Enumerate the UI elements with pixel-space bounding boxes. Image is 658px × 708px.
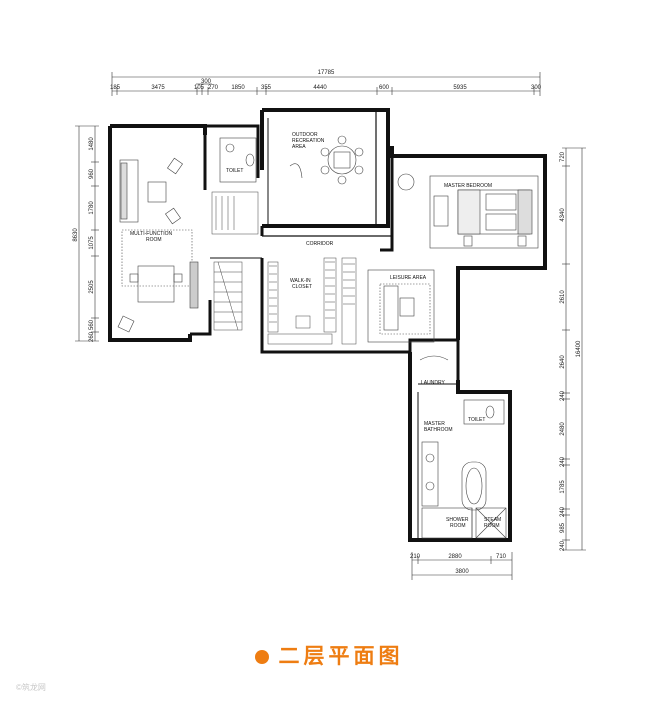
room-label-master-bedroom: MASTER BEDROOM [444, 183, 492, 189]
dim-right-seg: 240 [560, 456, 566, 467]
dim-right-seg: 240 [560, 540, 566, 551]
dim-top-seg: 300 [531, 85, 542, 91]
room-label-master-bathroom: BATHROOM [424, 427, 453, 433]
dim-top-total: 17785 [318, 70, 335, 76]
dim-top-seg: 185 [110, 85, 121, 91]
plan-caption: 二层平面图 [0, 640, 658, 670]
room-label-multi-function: ROOM [146, 237, 162, 243]
dim-bottom-seg: 210 [410, 554, 421, 560]
room-label-multi-function: MULTI-FUNCTION [130, 231, 173, 237]
dim-left-seg: 1075 [89, 236, 95, 250]
room-labels: OUTDOOR RECREATION AREA TOILET MASTER BE… [130, 132, 501, 529]
room-label-shower: SHOWER [446, 517, 469, 523]
room-label-walk-in: WALK-IN [290, 278, 311, 284]
dimension-labels: 17785 300 185 3475 105 270 1850 355 4440… [73, 70, 582, 575]
dim-top-seg: 105 [194, 85, 205, 91]
room-label-master-bathroom: MASTER [424, 421, 445, 427]
room-label-laundry: LAUNDRY [421, 380, 445, 386]
dim-right-seg: 240 [560, 390, 566, 401]
dim-top-seg: 3475 [151, 85, 165, 91]
dim-right-seg: 2480 [560, 422, 566, 436]
dim-top-seg: 1850 [231, 85, 245, 91]
room-label-outdoor: RECREATION [292, 138, 325, 144]
dim-right-seg: 2610 [560, 290, 566, 304]
watermark: ©筑龙网 [16, 683, 46, 692]
dim-right-seg: 2640 [560, 355, 566, 369]
dim-bottom-total: 3800 [455, 569, 469, 575]
dim-right-seg: 720 [560, 151, 566, 162]
room-label-shower: ROOM [450, 523, 466, 529]
room-label-steam: STEAM [484, 517, 501, 523]
room-label-toilet-lower: TOILET [468, 417, 485, 423]
room-label-leisure: LEISURE AREA [390, 275, 427, 281]
furniture [117, 135, 539, 539]
dim-top-seg: 4440 [313, 85, 327, 91]
dim-right-total: 16400 [576, 340, 582, 357]
room-label-corridor: CORRIDOR [306, 241, 334, 247]
dim-right-seg: 985 [560, 522, 566, 533]
dim-top-seg: 355 [261, 85, 272, 91]
dimension-lines [75, 72, 586, 580]
dim-right-seg: 240 [560, 506, 566, 517]
walls [108, 108, 547, 542]
dim-left-seg: 260 [89, 331, 95, 342]
dim-top-seg: 600 [379, 85, 390, 91]
room-label-outdoor: AREA [292, 144, 306, 150]
room-label-steam: ROOM [484, 523, 500, 529]
dim-left-seg: 1780 [89, 201, 95, 215]
dim-left-seg: 560 [89, 319, 95, 330]
dim-bottom-seg: 2880 [448, 554, 462, 560]
dim-left-total: 8630 [73, 228, 79, 242]
room-label-outdoor: OUTDOOR [292, 132, 318, 138]
dim-left-seg: 1480 [89, 137, 95, 151]
dim-top-small: 300 [201, 79, 212, 85]
dim-left-seg: 960 [89, 168, 95, 179]
dim-left-seg: 2505 [89, 280, 95, 294]
caption-text: 二层平面图 [278, 644, 404, 668]
dim-top-seg: 5935 [453, 85, 467, 91]
room-label-walk-in: CLOSET [292, 284, 312, 290]
room-label-toilet-upper: TOILET [226, 168, 243, 174]
dim-right-seg: 1785 [560, 480, 566, 494]
dim-right-seg: 4340 [560, 208, 566, 222]
dim-top-seg: 270 [208, 85, 219, 91]
dim-bottom-seg: 710 [496, 554, 507, 560]
bullet-dot-icon [254, 650, 269, 664]
